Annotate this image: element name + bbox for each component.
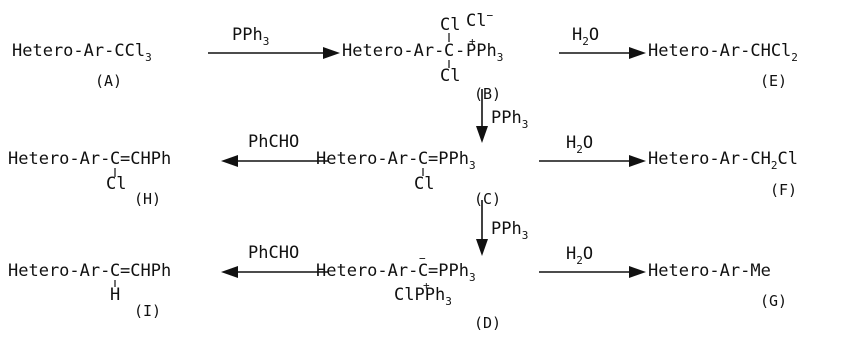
compound-b-bond: -	[455, 41, 465, 61]
compound-b-top-cl: Cl	[440, 15, 460, 35]
arrow-a-to-b-head	[323, 47, 340, 59]
reagent-d-to-i: PhCHO	[248, 243, 299, 263]
compound-d: Hetero-Ar- C − =PPh3 ClPPh3 + (D)	[316, 252, 501, 332]
compound-g-label: (G)	[760, 292, 787, 310]
compound-a-label: (A)	[95, 72, 122, 90]
arrow-d-to-g-head	[629, 266, 646, 278]
compound-h-label: (H)	[134, 190, 161, 208]
compound-h-prefix: Hetero-Ar-	[8, 149, 110, 169]
reagent-c-to-f: H2O	[566, 133, 593, 156]
compound-e-formula: Hetero-Ar-CHCl2	[648, 41, 798, 64]
compound-g: Hetero-Ar-Me (G)	[648, 261, 787, 310]
compound-i-prefix: Hetero-Ar-	[8, 261, 110, 281]
compound-e-label: (E)	[760, 72, 787, 90]
compound-h: Hetero-Ar- C =CHPh Cl (H)	[8, 149, 171, 208]
compound-a-formula: Hetero-Ar-CCl3	[12, 41, 152, 64]
compound-b-prefix: Hetero-Ar-	[342, 41, 444, 61]
compound-d-bottom: ClPPh3	[394, 285, 452, 308]
arrow-b-to-e-head	[629, 47, 646, 59]
arrow-c-to-f-head	[629, 155, 646, 167]
reagent-b-to-e: H2O	[572, 25, 599, 48]
compound-d-carbon: C	[418, 261, 428, 281]
compound-d-label: (D)	[474, 314, 501, 332]
arrow-d-to-i: PhCHO	[221, 243, 328, 278]
compound-f: Hetero-Ar-CH2Cl (F)	[648, 149, 798, 199]
compound-c: Hetero-Ar- C =PPh3 Cl (C)	[316, 149, 501, 208]
compound-c-carbon: C	[418, 149, 428, 169]
compound-i-h: H	[110, 285, 120, 305]
compound-f-formula: Hetero-Ar-CH2Cl	[648, 149, 798, 172]
compound-d-prefix: Hetero-Ar-	[316, 261, 418, 281]
compound-b-counter-ion: Cl−	[466, 9, 493, 31]
compound-i-carbon: C	[110, 261, 120, 281]
compound-b-bottom-cl: Cl	[440, 66, 460, 86]
arrow-b-to-c-head	[476, 126, 488, 143]
arrow-c-to-f: H2O	[539, 133, 646, 167]
compound-h-suffix: =CHPh	[120, 149, 171, 169]
reagent-b-to-c: PPh3	[491, 108, 528, 131]
compound-c-cl: Cl	[414, 174, 434, 194]
compound-d-carbon-charge: −	[419, 252, 426, 265]
arrow-a-to-b: PPh3	[208, 25, 340, 59]
compound-d-bottom-charge: +	[423, 279, 430, 292]
reagent-c-to-d: PPh3	[491, 219, 528, 242]
arrow-b-to-e: H2O	[559, 25, 646, 59]
compound-i-label: (I)	[134, 302, 161, 320]
compound-b-label: (B)	[474, 85, 501, 103]
compound-b-carbon: C	[444, 41, 454, 61]
compound-h-carbon: C	[110, 149, 120, 169]
compound-g-formula: Hetero-Ar-Me	[648, 261, 771, 281]
arrow-c-to-h: PhCHO	[221, 132, 328, 167]
arrow-d-to-i-head	[221, 266, 238, 278]
reagent-c-to-h: PhCHO	[248, 132, 299, 152]
compound-a: Hetero-Ar-CCl3 (A)	[12, 41, 152, 90]
arrow-d-to-g: H2O	[539, 244, 646, 278]
compound-c-prefix: Hetero-Ar-	[316, 149, 418, 169]
arrow-c-to-h-head	[221, 155, 238, 167]
compound-d-suffix: =PPh3	[428, 261, 476, 284]
compound-c-suffix: =PPh3	[428, 149, 476, 172]
compound-e: Hetero-Ar-CHCl2 (E)	[648, 41, 798, 90]
compound-h-cl: Cl	[106, 174, 126, 194]
arrow-b-to-c: PPh3	[476, 89, 528, 143]
compound-b-p-group: PPh3	[466, 41, 503, 64]
compound-b: Hetero-Ar- C - + PPh3 Cl Cl− Cl (B)	[342, 9, 503, 103]
compound-c-label: (C)	[474, 190, 501, 208]
arrow-c-to-d-head	[476, 239, 488, 256]
compound-i-suffix: =CHPh	[120, 261, 171, 281]
arrow-c-to-d: PPh3	[476, 200, 528, 256]
reagent-a-to-b: PPh3	[232, 25, 269, 48]
compound-f-label: (F)	[770, 181, 797, 199]
compound-b-p-charge: +	[469, 35, 476, 48]
compound-i: Hetero-Ar- C =CHPh H (I)	[8, 261, 171, 320]
reagent-d-to-g: H2O	[566, 244, 593, 267]
